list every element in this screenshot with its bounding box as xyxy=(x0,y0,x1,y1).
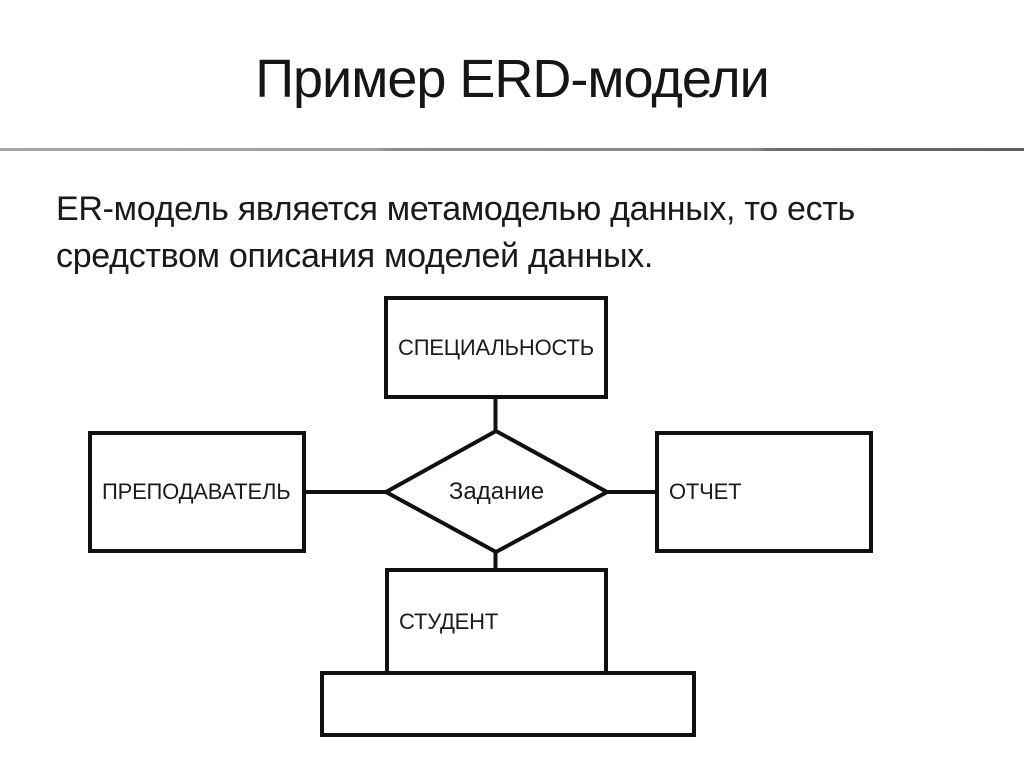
slide-title: Пример ERD-модели xyxy=(255,49,770,109)
entity-box-unlabeled xyxy=(320,671,696,737)
slide-body-text: ER-модель является метамоделью данных, т… xyxy=(56,186,855,280)
body-text-line-1: ER-модель является метамоделью данных, т… xyxy=(56,190,855,228)
entity-box-report: ОТЧЕТ xyxy=(655,431,873,553)
title-divider-line xyxy=(0,148,1024,151)
entity-label-specialty: СПЕЦИАЛЬНОСТЬ xyxy=(398,334,594,360)
entity-label-report: ОТЧЕТ xyxy=(669,479,742,504)
body-text-line-2: средством описания моделей данных. xyxy=(56,237,654,275)
relationship-diamond-shape xyxy=(381,428,612,555)
entity-box-specialty: СПЕЦИАЛЬНОСТЬ xyxy=(384,296,608,399)
entity-label-teacher: ПРЕПОДАВАТЕЛЬ xyxy=(102,479,291,504)
entity-label-student: СТУДЕНТ xyxy=(399,608,499,634)
entity-box-teacher: ПРЕПОДАВАТЕЛЬ xyxy=(88,431,306,553)
entity-box-student: СТУДЕНТ xyxy=(385,568,608,675)
